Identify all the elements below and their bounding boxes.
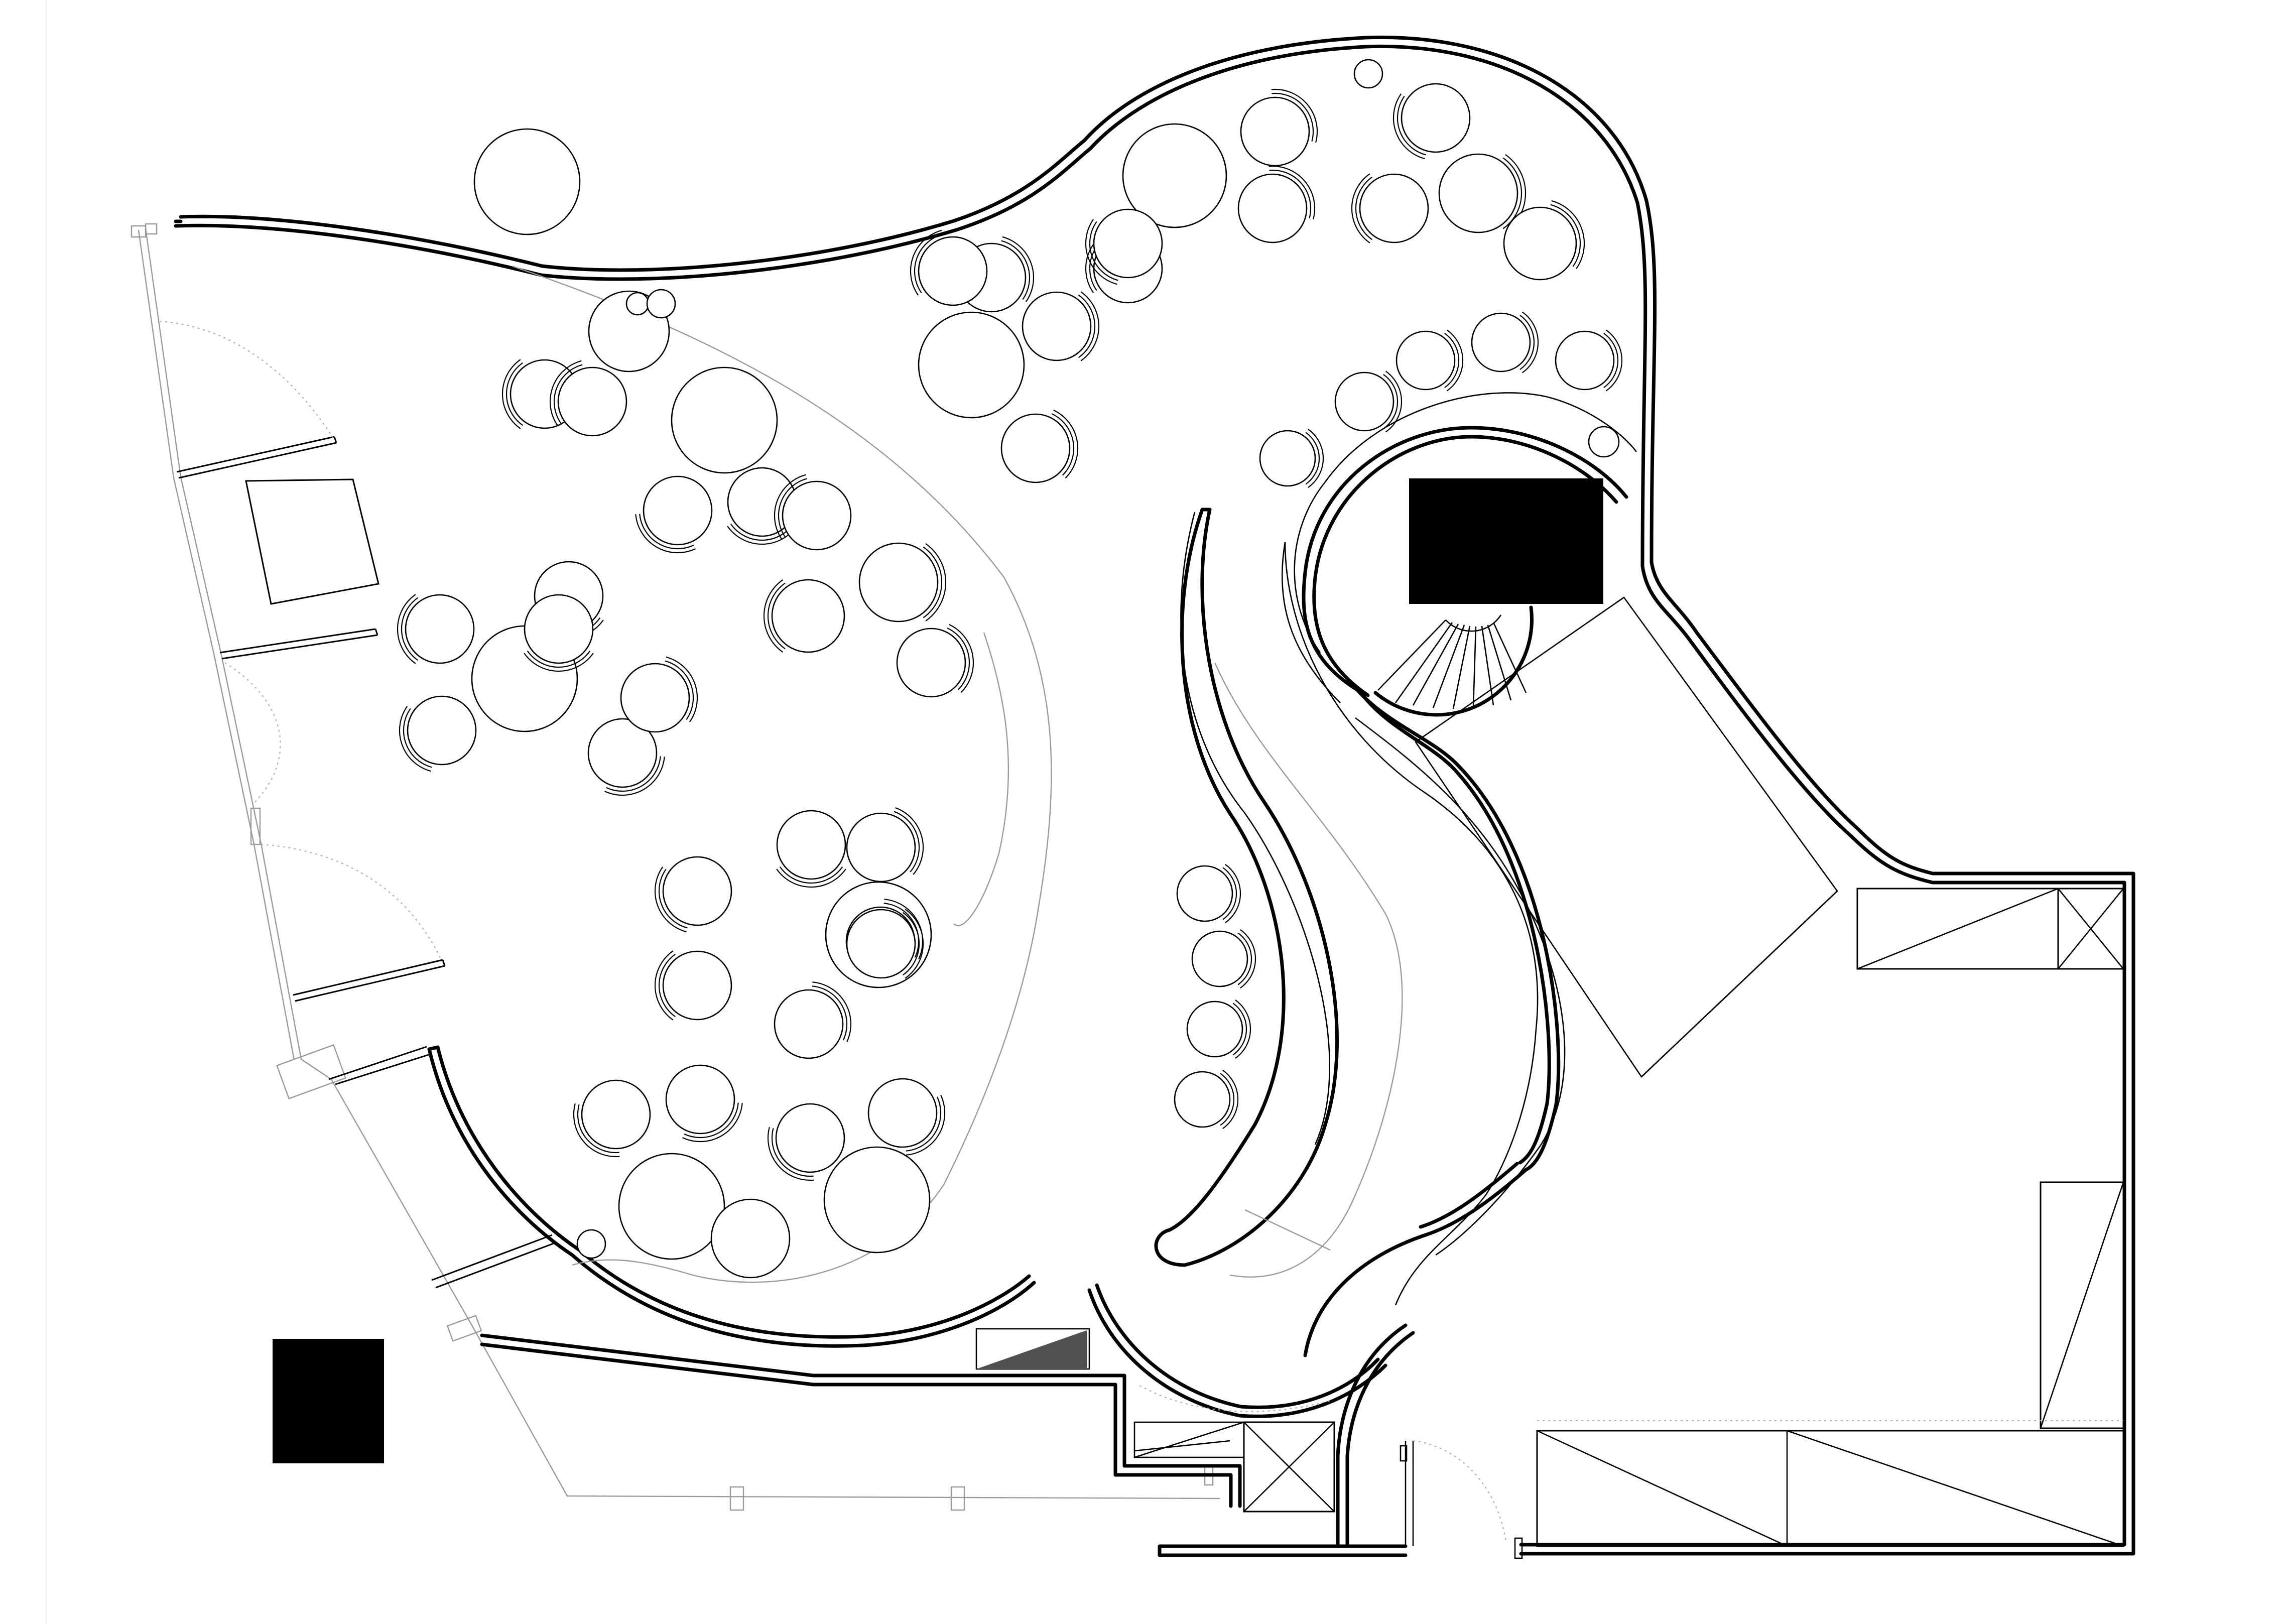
table-icon xyxy=(918,311,1025,419)
right-service-area xyxy=(1415,596,2124,1547)
table-icon xyxy=(1122,123,1227,228)
chair-icon xyxy=(846,909,924,979)
chair-icon xyxy=(635,475,713,554)
chair-icon xyxy=(573,1079,651,1158)
chair-icon xyxy=(896,623,974,698)
chair-icon xyxy=(1503,200,1585,281)
chair-icon xyxy=(910,229,988,306)
chair-icon xyxy=(654,950,732,1021)
chair-icon xyxy=(1237,165,1316,243)
table-icon xyxy=(710,1198,791,1279)
chair-icon xyxy=(1392,83,1471,160)
chair-icon xyxy=(665,1064,743,1143)
chair-icon xyxy=(1240,88,1318,167)
chair-icon xyxy=(774,474,852,551)
seating-floor-boundary xyxy=(512,265,1052,1283)
stools xyxy=(576,59,1620,1259)
chair-icon xyxy=(1176,863,1241,924)
service-cores xyxy=(1087,1283,1523,1559)
chair-icon xyxy=(776,810,846,888)
chair-icon xyxy=(763,579,845,653)
chair-icon xyxy=(1351,173,1429,243)
chair-icon xyxy=(1085,208,1163,285)
chair-icon xyxy=(1186,999,1251,1059)
ramp xyxy=(975,1328,1090,1370)
chair-icon xyxy=(1471,311,1539,373)
chair-icon xyxy=(867,1078,946,1156)
bar-counter xyxy=(1154,508,1403,1278)
exterior-wall xyxy=(174,35,2135,1557)
chair-icon xyxy=(1555,329,1623,392)
table-icon xyxy=(473,128,581,235)
chair-icon xyxy=(654,856,732,933)
chair-icon xyxy=(846,807,924,883)
column-block xyxy=(273,1339,384,1463)
chair-icon xyxy=(1000,409,1079,483)
partition-walls xyxy=(159,320,446,1002)
chair-icon xyxy=(774,981,852,1059)
chair-icon xyxy=(1396,329,1464,392)
chair-icon xyxy=(524,594,594,672)
chair-icon xyxy=(620,656,698,733)
chair-icon xyxy=(858,542,947,622)
chair-icon xyxy=(1259,428,1324,488)
chair-icon xyxy=(549,360,627,437)
inner-curved-wall xyxy=(328,1045,1242,1508)
chair-icon xyxy=(767,1103,845,1181)
chair-icon xyxy=(1174,1069,1239,1130)
seating-floor-boundary-inner xyxy=(953,632,1009,927)
seating-furniture xyxy=(397,83,1623,1279)
elevator-block xyxy=(1409,478,1603,604)
spiral-stair-area xyxy=(1281,392,1637,1357)
chair-icon xyxy=(399,695,477,772)
chair-icon xyxy=(587,718,665,796)
table-icon xyxy=(823,1146,931,1254)
chair-icon xyxy=(397,594,475,664)
table-icon xyxy=(671,366,778,474)
chair-icon xyxy=(1022,291,1100,361)
chair-icon xyxy=(1334,370,1403,433)
left-glazing xyxy=(131,223,1220,1511)
chair-icon xyxy=(1191,929,1256,989)
table-icon xyxy=(618,1153,725,1260)
